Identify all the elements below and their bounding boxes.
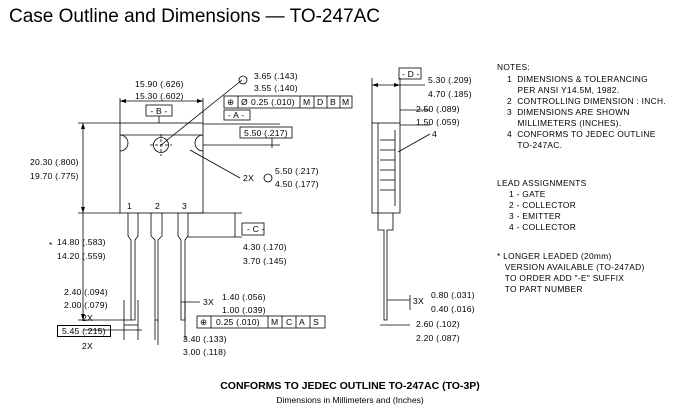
lead-thickness-max-label: 1.40 (.056): [222, 292, 266, 302]
pitch-count-label: 2X: [82, 341, 93, 351]
datum-d-label: - D -: [402, 69, 420, 79]
c-dim-max-label: 4.30 (.170): [243, 242, 287, 252]
datum-c-label: - C -: [247, 224, 265, 234]
lead-assignments-block: LEAD ASSIGNMENTS 1 - GATE 2 - COLLECTOR …: [497, 178, 587, 233]
height-min-label: 19.70 (.775): [30, 171, 79, 181]
page-title: Case Outline and Dimensions — TO-247AC: [9, 6, 381, 27]
left-notch: [119, 134, 129, 152]
front-leads: [127, 213, 189, 321]
fcf2-modifier-2: S: [313, 317, 319, 327]
fcf2-tolerance: 0.25 (.010): [216, 317, 260, 327]
note-4-callout: 4: [432, 129, 437, 139]
width-max-label: 15.90 (.626): [135, 79, 184, 89]
lead-width-count-label: 2X: [82, 313, 93, 323]
lead-assignments-heading: LEAD ASSIGNMENTS: [497, 178, 587, 188]
position-symbol-2-icon: ⊕: [200, 317, 208, 327]
pin-1-label: 1: [127, 201, 132, 211]
side-lead-min-label: 0.40 (.016): [431, 304, 475, 314]
depth-max-label: 5.30 (.209): [428, 75, 472, 85]
radius-count-label: 2X: [243, 173, 254, 183]
hole-diameter-max-label: 3.65 (.143): [254, 71, 298, 81]
lead-thickness-count-label: 3X: [203, 297, 214, 307]
tab-max-label: 2.50 (.089): [416, 104, 460, 114]
fcf1-modifier-2: M: [342, 97, 350, 107]
lead-assignment: 1 - GATE: [509, 189, 546, 199]
pitch-label: 5.45 (.215): [57, 325, 111, 337]
pin-3-label: 3: [182, 201, 187, 211]
position-symbol-icon: ⊕: [227, 97, 235, 107]
fcf1-diameter-symbol: Ø: [241, 97, 248, 107]
lead-assignment: 4 - COLLECTOR: [509, 222, 577, 232]
fcf2-datum-a: A: [299, 317, 305, 327]
hole-diameter-min-label: 3.55 (.140): [254, 83, 298, 93]
note-line: 4 CONFORMS TO JEDEC OUTLINE: [507, 129, 656, 139]
note-line: 1 DIMENSIONS & TOLERANCING: [507, 74, 648, 84]
datum-a-label: - A -: [228, 110, 245, 120]
notes-heading: NOTES:: [497, 62, 530, 72]
longer-leaded-line: VERSION AVAILABLE (TO-247AD): [497, 262, 645, 272]
lead-thickness-2-min-label: 3.00 (.118): [183, 347, 227, 357]
datum-b-label: - B -: [150, 106, 168, 116]
footer-subtitle: Dimensions in Millimeters and (Inches): [276, 395, 424, 405]
longer-leaded-line: TO ORDER ADD "-E" SUFFIX: [497, 273, 625, 283]
c-dim-min-label: 3.70 (.145): [243, 256, 287, 266]
fcf2-datum-c: C: [286, 317, 293, 327]
fcf1-datum-d: D: [317, 97, 324, 107]
hole-offset-label: 5.50 (.217): [244, 128, 288, 138]
notes-block: NOTES: 1 DIMENSIONS & TOLERANCING PER AN…: [497, 62, 666, 151]
lead-length-max-label: 14.80 (.583): [57, 237, 106, 247]
lead-assignment: 2 - COLLECTOR: [509, 200, 577, 210]
side-base-max-label: 2.60 (.102): [416, 319, 460, 329]
longer-leaded-line: * LONGER LEADED (20mm): [497, 251, 612, 261]
depth-min-label: 4.70 (.185): [428, 89, 472, 99]
fcf2-modifier: M: [271, 317, 279, 327]
longer-leaded-line: TO PART NUMBER: [497, 284, 583, 294]
lead-length-star: *: [49, 240, 53, 250]
fcf1-tolerance: 0.25 (.010): [251, 97, 295, 107]
note-line: TO-247AC.: [507, 140, 563, 150]
fcf1-modifier: M: [303, 97, 311, 107]
lead-length-min-label: 14.20 (.559): [57, 251, 106, 261]
tab-min-label: 1.50 (.059): [416, 117, 460, 127]
longer-leaded-block: * LONGER LEADED (20mm) VERSION AVAILABLE…: [497, 251, 645, 295]
note-line: MILLIMETERS (INCHES).: [507, 118, 622, 128]
pin-2-label: 2: [155, 201, 160, 211]
radius-max-label: 5.50 (.217): [275, 166, 319, 176]
package-body-front: [119, 122, 204, 214]
lead-width-max-label: 2.40 (.094): [64, 287, 108, 297]
lead-thickness-2-max-label: 3.40 (.133): [183, 334, 227, 344]
note-line: 3 DIMENSIONS ARE SHOWN: [507, 107, 630, 117]
side-base-min-label: 2.20 (.087): [416, 333, 460, 343]
lead-width-min-label: 2.00 (.079): [64, 300, 108, 310]
height-max-label: 20.30 (.800): [30, 157, 79, 167]
side-view: [371, 122, 401, 321]
side-lead-max-label: 0.80 (.031): [431, 290, 475, 300]
lead-assignment: 3 - EMITTER: [509, 211, 562, 221]
lead-thickness-min-label: 1.00 (.039): [222, 305, 266, 315]
right-notch: [194, 134, 204, 152]
fcf1-datum-b: B: [330, 97, 336, 107]
footer-title: CONFORMS TO JEDEC OUTLINE TO-247AC (TO-3…: [220, 380, 480, 392]
note-line: PER ANSI Y14.5M, 1982.: [507, 85, 620, 95]
mounting-hole: [153, 137, 169, 153]
width-min-label: 15.30 (.602): [135, 91, 184, 101]
note-line: 2 CONTROLLING DIMENSION : INCH.: [507, 96, 666, 106]
side-lead-count-label: 3X: [413, 296, 424, 306]
radius-min-label: 4.50 (.177): [275, 179, 319, 189]
